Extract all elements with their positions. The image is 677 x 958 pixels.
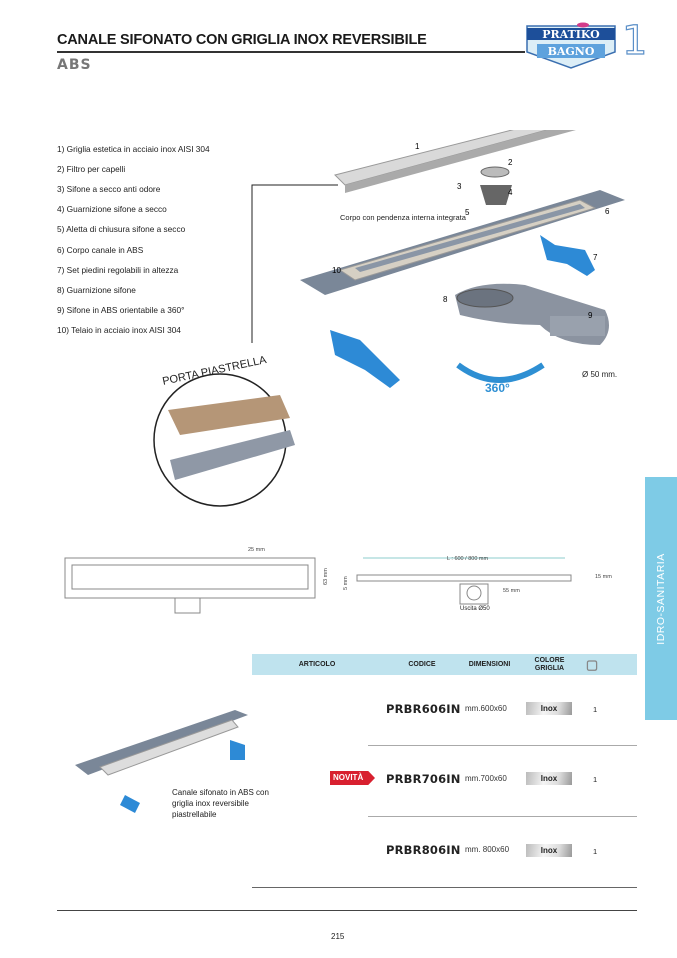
callout: 4 [508,188,513,197]
svg-text:55 mm: 55 mm [503,588,520,594]
product-dimensions: mm. 800x60 [465,845,510,854]
product-image [75,710,248,813]
row-divider [368,745,637,746]
product-dimensions: mm.700x60 [465,774,507,783]
product-code: PRBR806IN [386,843,461,857]
body-note: Corpo con pendenza interna integrata [340,213,467,222]
component-item: 7) Set piedini regolabili in altezza [57,265,179,275]
callout: 3 [457,182,462,191]
svg-text:15 mm: 15 mm [595,574,612,580]
svg-text:Uscita Ø50: Uscita Ø50 [460,606,490,612]
svg-text:63 mm: 63 mm [323,568,329,585]
row-divider [368,816,637,817]
component-item: 6) Corpo canale in ABS [57,245,144,255]
package-qty: 1 [593,705,598,714]
brand-logo: PRATIKO BAGNO [523,22,619,70]
page-subtitle: ABS [57,57,92,73]
component-item: 8) Guarnizione sifone [57,285,136,295]
col-dimensioni: DIMENSIONI [468,660,511,668]
product-dimensions: mm.600x60 [465,704,507,713]
component-item: 10) Telaio in acciaio inox AISI 304 [57,325,181,335]
svg-text:PRATIKO: PRATIKO [542,28,600,41]
product-code: PRBR606IN [386,702,461,716]
svg-text:5 mm: 5 mm [343,576,349,590]
table-bottom-line [252,887,637,888]
section-number: 1 [621,17,648,64]
grid-color-swatch: Inox [526,702,572,715]
col-colore-griglia: COLORE GRIGLIA [534,656,565,672]
component-item: 5) Aletta di chiusura sifone a secco [57,224,186,234]
box-icon: ▢ [585,656,599,672]
svg-text:BAGNO: BAGNO [548,45,595,58]
footer-line [57,910,637,911]
component-item: 4) Guarnizione sifone a secco [57,204,167,214]
section-tab[interactable]: IDRO-SANITARIA [645,477,677,720]
exploded-diagram: 360° Ø 50 mm. Corpo con pendenza interna… [153,130,625,507]
col-codice: CODICE [408,660,436,668]
svg-text:25 mm: 25 mm [248,547,265,553]
table-header: ARTICOLO CODICE DIMENSIONI COLORE GRIGLI… [252,654,637,675]
callout: 1 [415,142,420,151]
col-articolo: ARTICOLO [298,660,336,668]
rotation-label: 360° [485,381,510,395]
new-badge: NOVITÀ [330,771,375,785]
outlet-label: Ø 50 mm. [582,370,617,379]
component-item: 1) Griglia estetica in acciaio inox AISI… [57,144,210,154]
technical-drawing: 25 mm 63 mm L : 600 / 800 mm 5 mm 15 mm … [64,547,612,614]
component-item: 3) Sifone a secco anti odore [57,184,161,194]
grid-color-swatch: Inox [526,844,572,857]
svg-text:L : 600 / 800 mm: L : 600 / 800 mm [447,556,488,562]
callout: 6 [605,207,610,216]
callout: 5 [465,208,470,217]
grid-color-swatch: Inox [526,772,572,785]
callout: 9 [588,311,593,320]
page-title: CANALE SIFONATO CON GRIGLIA INOX REVERSI… [57,32,427,48]
component-item: 2) Filtro per capelli [57,164,126,174]
callout: 2 [508,158,513,167]
page-number: 215 [331,932,345,941]
package-qty: 1 [593,847,598,856]
component-item: 9) Sifone in ABS orientabile a 360° [57,305,185,315]
package-qty: 1 [593,775,598,784]
callout: 8 [443,295,448,304]
title-divider [57,51,525,53]
product-code: PRBR706IN [386,772,461,786]
callout: 10 [332,266,341,275]
section-tab-label: IDRO-SANITARIA [655,552,667,645]
callout: 7 [593,253,598,262]
product-caption: Canale sifonato in ABS con griglia inox … [172,788,269,819]
